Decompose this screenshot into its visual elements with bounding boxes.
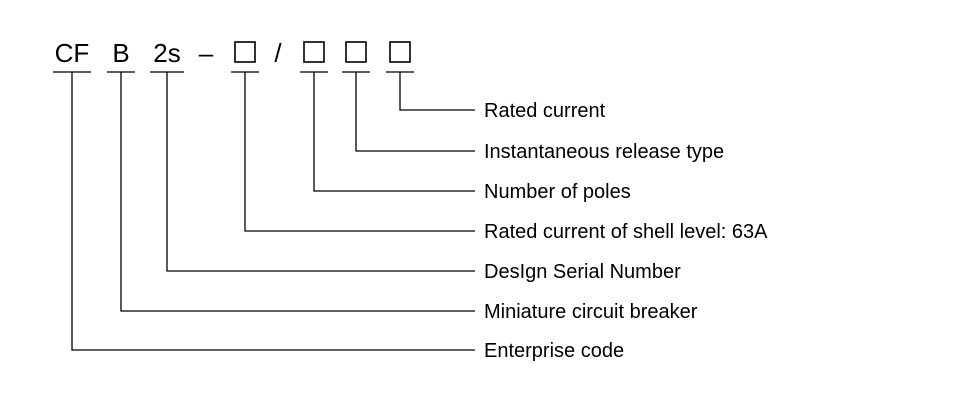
model-code: CF B 2s – / [55,38,411,68]
label-enterprise: Enterprise code [484,340,624,362]
label-design-serial: DesIgn Serial Number [484,261,681,283]
leader-poles [313,72,475,192]
label-rated-current: Rated current [484,100,606,122]
code-segment-enterprise: CF [55,38,90,68]
code-segment-design-serial: 2s [153,38,180,68]
leader-design-serial [166,72,475,272]
label-breaker-type: Miniature circuit breaker [484,301,698,323]
leader-lines [71,72,475,351]
label-release-type: Instantaneous release type [484,141,724,163]
placeholder-box-rated-current [389,41,411,63]
labels: Rated current Instantaneous release type… [484,100,768,362]
placeholder-box-release-type [345,41,367,63]
leader-breaker-type [120,72,475,312]
leader-rated-current [399,72,475,111]
code-dash: – [199,38,214,68]
leader-shell-current [244,72,475,232]
placeholder-box-poles [303,41,325,63]
code-segment-breaker-type: B [112,38,129,68]
label-poles: Number of poles [484,181,631,203]
label-shell-current: Rated current of shell level: 63A [484,221,768,243]
leader-enterprise [71,72,475,351]
code-slash: / [274,38,282,68]
placeholder-box-shell-current [234,41,256,63]
leader-release-type [355,72,475,152]
